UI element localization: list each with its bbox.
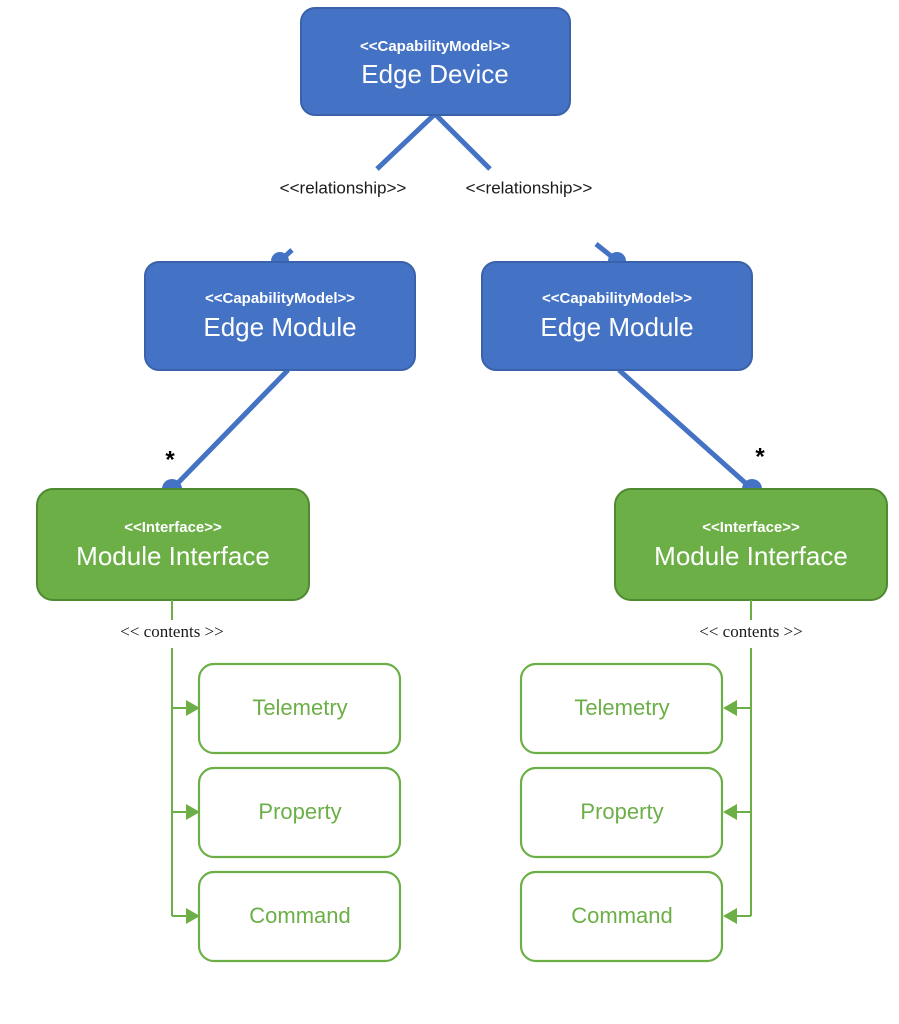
content-box-right-command-box[interactable] <box>519 870 724 963</box>
node-edge-module-right-stereotype: <<CapabilityModel>> <box>542 290 692 307</box>
node-edge-module-left[interactable]: <<CapabilityModel>> Edge Module <box>144 261 416 371</box>
multiplicity-label-right: * <box>755 443 765 470</box>
content-box-left-command-label: Command <box>249 903 350 928</box>
content-box-left-telemetry[interactable]: Telemetry <box>197 662 402 755</box>
contents-arrow-left-0 <box>172 700 200 716</box>
content-box-left-telemetry-box[interactable] <box>197 662 402 755</box>
content-box-left-telemetry-label: Telemetry <box>252 695 347 720</box>
content-box-right-telemetry[interactable]: Telemetry <box>519 662 724 755</box>
node-module-interface-right-stereotype: <<Interface>> <box>702 519 800 536</box>
content-box-left-property-label: Property <box>258 799 341 824</box>
node-module-interface-right[interactable]: <<Interface>> Module Interface <box>614 488 888 601</box>
content-box-right-property-box[interactable] <box>519 766 724 859</box>
content-box-left-property-box[interactable] <box>197 766 402 859</box>
node-module-interface-left[interactable]: <<Interface>> Module Interface <box>36 488 310 601</box>
connector-module-to-interface-right <box>617 368 753 490</box>
node-edge-module-left-stereotype: <<CapabilityModel>> <box>205 290 355 307</box>
multiplicity-label-left: * <box>165 446 175 473</box>
content-box-right-command-label: Command <box>571 903 672 928</box>
node-module-interface-left-title: Module Interface <box>76 541 270 571</box>
node-edge-device-stereotype: <<CapabilityModel>> <box>360 38 510 55</box>
contents-arrow-left-2 <box>172 908 200 924</box>
contents-arrowhead-left-0 <box>186 700 200 716</box>
content-box-right-telemetry-label: Telemetry <box>574 695 669 720</box>
edge-label-relationship-left: <<relationship>> <box>280 178 407 197</box>
edge-label-relationship-right: <<relationship>> <box>466 178 593 197</box>
contents-arrowhead-left-1 <box>186 804 200 820</box>
node-edge-module-right-title: Edge Module <box>540 312 693 342</box>
node-edge-device-box[interactable] <box>300 7 571 116</box>
content-box-left-command-box[interactable] <box>197 870 402 963</box>
contents-arrowhead-left-2 <box>186 908 200 924</box>
content-box-right-property-label: Property <box>580 799 663 824</box>
node-edge-device-title: Edge Device <box>361 59 508 89</box>
edge-label-contents-right: << contents >> <box>699 622 803 641</box>
contents-arrowhead-right-1 <box>723 804 737 820</box>
node-edge-device[interactable]: <<CapabilityModel>> Edge Device <box>300 7 571 116</box>
contents-arrowhead-right-0 <box>723 700 737 716</box>
node-edge-module-left-title: Edge Module <box>203 312 356 342</box>
content-box-left-property[interactable]: Property <box>197 766 402 859</box>
node-edge-module-right-box[interactable] <box>481 261 753 371</box>
content-box-left-command[interactable]: Command <box>197 870 402 963</box>
contents-arrow-right-1 <box>723 804 751 820</box>
contents-arrow-right-0 <box>723 700 751 716</box>
connector-device-to-module-right-upper <box>433 112 492 171</box>
contents-arrow-right-2 <box>723 908 751 924</box>
contents-arrowhead-right-2 <box>723 908 737 924</box>
node-edge-module-left-box[interactable] <box>144 261 416 371</box>
node-edge-module-right[interactable]: <<CapabilityModel>> Edge Module <box>481 261 753 371</box>
edge-label-contents-left: << contents >> <box>120 622 224 641</box>
node-module-interface-left-stereotype: <<Interface>> <box>124 519 222 536</box>
node-module-interface-right-title: Module Interface <box>654 541 848 571</box>
content-box-right-property[interactable]: Property <box>519 766 724 859</box>
contents-arrow-left-1 <box>172 804 200 820</box>
content-box-right-telemetry-box[interactable] <box>519 662 724 755</box>
connector-device-to-module-left-upper <box>375 112 437 171</box>
content-box-right-command[interactable]: Command <box>519 870 724 963</box>
connector-module-to-interface-left <box>171 368 290 490</box>
